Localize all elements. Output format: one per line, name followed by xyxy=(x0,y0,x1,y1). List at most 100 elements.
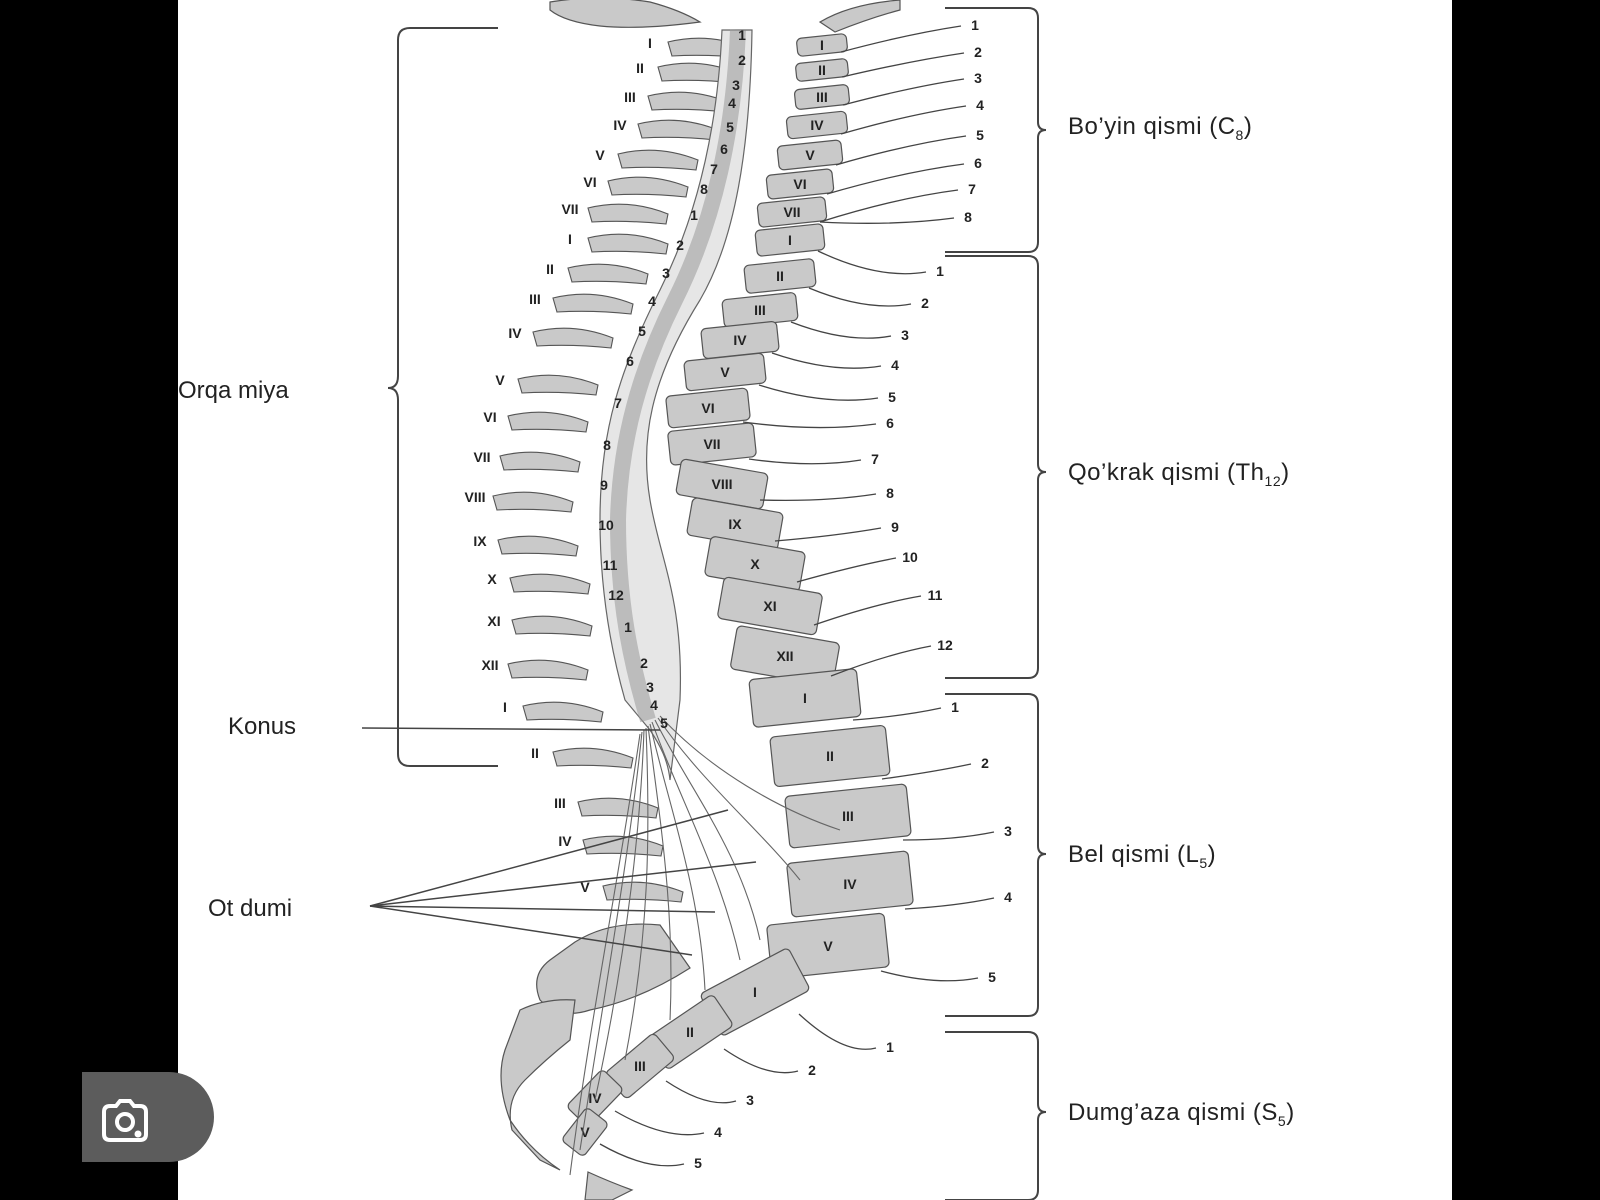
region-label-thoracic: Qo’krak qismi (Th12) xyxy=(1068,459,1290,489)
spinous-process-12 xyxy=(517,374,599,396)
nerve-number-thoracic-11: 11 xyxy=(928,587,943,603)
cord-segment-1: 1 xyxy=(738,27,746,43)
spinous-process-23 xyxy=(582,835,664,857)
nerve-number-thoracic-7: 7 xyxy=(871,451,879,467)
nerve-leader-lumbar-1 xyxy=(852,707,942,721)
nerve-leader-sacral-3 xyxy=(665,1080,737,1104)
vertebra-thoracic-2-label: II xyxy=(776,268,784,284)
vertebra-sacral-2-label: II xyxy=(686,1024,694,1040)
region-label-lumbar: Bel qismi (L5) xyxy=(1068,841,1216,871)
left-roman-9: II xyxy=(546,261,554,277)
spinous-process-7 xyxy=(587,203,669,225)
vertebra-cervical-3 xyxy=(793,84,851,110)
nerve-leader-cervical-5 xyxy=(835,135,967,166)
nerve-leader-thoracic-10 xyxy=(796,557,897,583)
vertebra-lumbar-5 xyxy=(766,912,890,980)
region-brackets xyxy=(945,7,1047,1200)
nerve-number-thoracic-2: 2 xyxy=(921,295,929,311)
vertebra-thoracic-1-label: I xyxy=(788,232,792,248)
vertebra-cervical-4 xyxy=(785,110,849,140)
left-roman-14: VII xyxy=(473,449,490,465)
vertebra-cervical-1 xyxy=(796,33,848,57)
cord-segment-25: 5 xyxy=(660,715,668,731)
nerve-leader-cervical-7 xyxy=(819,189,959,223)
nerve-number-thoracic-4: 4 xyxy=(891,357,899,373)
spinous-process-13 xyxy=(507,411,589,433)
spinous-process-10 xyxy=(552,293,634,315)
spinal-cord xyxy=(569,29,841,1176)
konus-pointer xyxy=(361,727,661,731)
nerve-number-thoracic-8: 8 xyxy=(886,485,894,501)
vertebra-cervical-5 xyxy=(776,139,844,171)
spinous-process-5 xyxy=(617,149,699,171)
nerve-number-thoracic-3: 3 xyxy=(901,327,909,343)
left-roman-10: III xyxy=(529,291,541,307)
spinous-process-24 xyxy=(602,881,684,903)
cord-segment-5: 5 xyxy=(726,119,734,135)
left-roman-8: I xyxy=(568,231,572,247)
spinous-process-6 xyxy=(607,176,689,198)
nerve-number-thoracic-12: 12 xyxy=(937,637,953,653)
nerve-leader-thoracic-5 xyxy=(758,384,879,401)
nerve-leader-thoracic-12 xyxy=(830,645,932,677)
cord-segment-15: 7 xyxy=(614,395,622,411)
google-lens-icon[interactable] xyxy=(98,1098,152,1144)
nerve-leader-thoracic-2 xyxy=(808,287,912,307)
nerve-leader-cervical-4 xyxy=(840,105,967,135)
cord-segment-14: 6 xyxy=(626,353,634,369)
nerve-number-thoracic-6: 6 xyxy=(886,415,894,431)
left-roman-17: X xyxy=(487,571,497,587)
nerve-number-cervical-6: 6 xyxy=(974,155,982,171)
nerve-number-cervical-4: 4 xyxy=(976,97,984,113)
vertebra-thoracic-1 xyxy=(754,223,826,257)
nerve-number-sacral-4: 4 xyxy=(714,1124,722,1140)
spinous-process-18 xyxy=(511,615,593,637)
vertebra-cervical-4-label: IV xyxy=(810,117,824,133)
konus-label: Konus xyxy=(228,713,296,740)
nerve-leader-thoracic-3 xyxy=(790,321,892,339)
left-roman-12: V xyxy=(495,372,505,388)
coccyx xyxy=(584,1171,634,1200)
nerve-leader-thoracic-8 xyxy=(759,493,877,502)
vertebra-lumbar-3 xyxy=(784,783,912,849)
region-bracket-thoracic xyxy=(945,255,1047,679)
region-bracket-cervical xyxy=(945,7,1047,253)
nerve-number-lumbar-1: 1 xyxy=(951,699,959,715)
vertebra-cervical-7 xyxy=(756,196,828,228)
vertebra-thoracic-6 xyxy=(665,387,751,429)
vertebra-thoracic-7-label: VII xyxy=(703,436,720,452)
nerve-leader-thoracic-11 xyxy=(813,595,922,626)
nerve-number-cervical-8: 8 xyxy=(964,209,972,225)
nerve-number-cervical-7: 7 xyxy=(968,181,976,197)
vertebra-thoracic-2 xyxy=(743,258,817,294)
cord-segment-10: 2 xyxy=(676,237,684,253)
nerve-leader-lumbar-4 xyxy=(904,897,995,910)
orqa-miya-bracket xyxy=(387,27,498,767)
left-roman-4: IV xyxy=(613,117,627,133)
nerve-leader-thoracic-1 xyxy=(817,250,927,275)
cord-segment-3: 3 xyxy=(732,77,740,93)
cord-segment-17: 9 xyxy=(600,477,608,493)
vertebra-lumbar-3-label: III xyxy=(842,808,854,824)
vertebra-lumbar-5-label: V xyxy=(823,938,833,954)
nerve-number-sacral-2: 2 xyxy=(808,1062,816,1078)
nerve-leader-lumbar-3 xyxy=(902,831,995,841)
nerve-number-lumbar-4: 4 xyxy=(1004,889,1012,905)
vertebra-cervical-7-label: VII xyxy=(783,204,800,220)
konus-callout: Konus xyxy=(228,713,661,740)
left-roman-15: VIII xyxy=(464,489,485,505)
spinous-process-21 xyxy=(552,747,634,769)
nerve-leader-cervical-1 xyxy=(840,25,962,53)
vertebra-cervical-2 xyxy=(795,58,849,82)
nerve-leader-thoracic-7 xyxy=(748,458,862,465)
vertebra-thoracic-5 xyxy=(683,352,767,392)
vertebra-lumbar-2-label: II xyxy=(826,748,834,764)
cord-segment-8: 8 xyxy=(700,181,708,197)
vertebra-thoracic-7 xyxy=(667,422,757,466)
nerve-number-thoracic-5: 5 xyxy=(888,389,896,405)
cord-segment-13: 5 xyxy=(638,323,646,339)
nerve-number-lumbar-2: 2 xyxy=(981,755,989,771)
spinous-process-19 xyxy=(507,659,589,681)
cord-segment-18: 10 xyxy=(598,517,614,533)
cord-segment-4: 4 xyxy=(728,95,736,111)
